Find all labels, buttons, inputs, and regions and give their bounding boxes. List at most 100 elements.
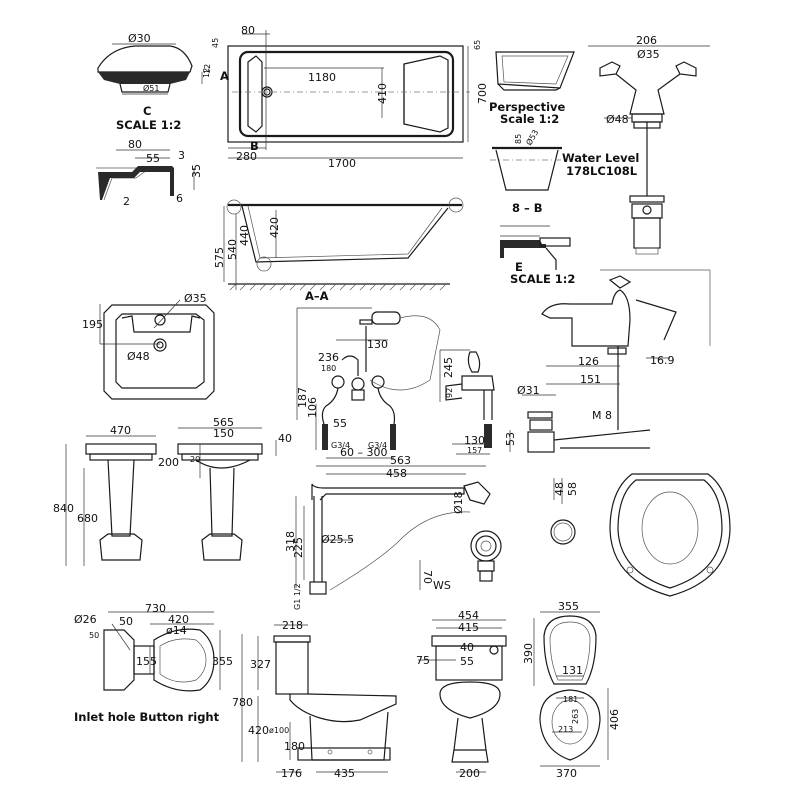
detail-e-rim: E SCALE 1:2 <box>500 225 575 286</box>
bath-rim-detail: 80 55 3 35 2 6 <box>96 138 203 208</box>
seat-height-390: 390 <box>522 643 535 664</box>
water-level-label: Water Level <box>562 151 639 165</box>
waste-dim-70: 70 <box>421 570 434 584</box>
wc-plan-note: Inlet hole Button right <box>74 710 220 724</box>
bath-perspective: Perspective Scale 1:2 <box>489 51 575 126</box>
bsm-side-dim-130: 130 <box>464 434 485 447</box>
bsm-dim-106: 106 <box>306 397 319 418</box>
bath-shower-mixer-front: 130 236 180 187 106 55 G3/4 G3/4 60 – 30… <box>296 307 441 459</box>
basin-width-565: 565 <box>213 416 234 429</box>
bath-plan-section-b: B <box>250 139 259 153</box>
wc-plan-dia-26: Ø26 <box>74 613 97 626</box>
wc-front-view: 454 415 40 75 55 200 <box>416 609 507 780</box>
rim-dim-6: 6 <box>176 192 183 205</box>
basin-height-840: 840 <box>53 502 74 515</box>
bath-shower-mixer-side: 245 92 130 157 <box>439 349 495 455</box>
click-waste-dim-58: 58 <box>566 482 579 496</box>
waste-dia-18: Ø18 <box>452 491 465 514</box>
bath-plan-section-a: A <box>220 69 229 83</box>
wc-side-dim-176: 176 <box>281 767 302 780</box>
bsm-thread-left: G3/4 <box>331 441 350 450</box>
bsm-thread-right: G3/4 <box>368 441 387 450</box>
toilet-seat-overview <box>609 473 731 597</box>
bath-plan-dim-65: 65 <box>473 40 482 50</box>
wc-front-dim-75: 75 <box>416 654 430 667</box>
wc-side-dia-100: ø100 <box>269 726 289 735</box>
perspective-scale: Scale 1:2 <box>500 112 559 126</box>
bath-plan-view: 80 45 12 65 A B 1180 410 700 280 1700 <box>203 24 489 170</box>
basin-mixer-dia-35: Ø35 <box>637 48 660 61</box>
bath-plan-inner-width: 410 <box>376 83 389 104</box>
basin-mixer-side-dim-53: 53 <box>504 432 517 446</box>
bath-section-b: 85 Ø53 Water Level 178LC108L 8 – B <box>490 128 639 215</box>
wc-side-height-420: 420 <box>248 724 269 737</box>
detail-e-scale: SCALE 1:2 <box>510 272 575 286</box>
detail-c-height-12: 12 <box>202 68 211 78</box>
bsm-side-dim-245: 245 <box>442 357 455 378</box>
section-aa-dim-540: 540 <box>226 239 239 260</box>
perspective-title: Perspective <box>489 100 566 114</box>
bath-section-a-a: 575 540 440 420 A–A <box>213 197 464 303</box>
section-aa-title: A–A <box>305 289 329 303</box>
bath-waste-overflow: 563 458 Ø18 Ø25.5 318 225 G1 1/2 70 WS <box>284 454 502 610</box>
wc-plan-dia-14: ø14 <box>166 624 187 637</box>
wc-front-dim-55: 55 <box>460 655 474 668</box>
seat-dim-213: 213 <box>558 725 573 734</box>
bath-plan-width: 700 <box>476 83 489 104</box>
waste-height-318: 318 <box>284 531 297 552</box>
basin-mixer-side-thread: M 8 <box>592 409 612 422</box>
wc-front-width-454: 454 <box>458 609 479 622</box>
seat-width-355: 355 <box>558 600 579 613</box>
basin-mixer-dia-48: Ø48 <box>606 113 629 126</box>
waste-ws: WS <box>433 579 451 592</box>
basin-holes-150: 150 <box>213 427 234 440</box>
waste-thread: G1 1/2 <box>293 583 302 610</box>
basin-plan-dia-35: Ø35 <box>184 292 207 305</box>
detail-c-scale: SCALE 1:2 <box>116 118 181 132</box>
detail-e-title: E <box>515 260 523 274</box>
rim-dim-2: 2 <box>123 195 130 208</box>
waste-length-563: 563 <box>390 454 411 467</box>
seat-width-370: 370 <box>556 767 577 780</box>
basin-mixer-side-dim-126: 126 <box>578 355 599 368</box>
bsm-centres: 60 – 300 <box>340 446 388 459</box>
basin-mixer-side-dim-151: 151 <box>580 373 601 386</box>
seat-height-406: 406 <box>608 709 621 730</box>
bath-plan-inner-length: 1180 <box>308 71 336 84</box>
bsm-dim-236: 236 <box>318 351 339 364</box>
basin-width-470: 470 <box>110 424 131 437</box>
section-b-dim-85: 85 <box>514 134 523 144</box>
basin-mixer-side-dia-31: Ø31 <box>517 384 540 397</box>
bsm-dim-55: 55 <box>333 417 347 430</box>
basin-plan-dim-195: 195 <box>82 318 103 331</box>
basin-plan-view: 195 Ø35 Ø48 <box>82 292 215 400</box>
section-b-dia-53: Ø53 <box>524 128 541 147</box>
waste-height-225: 225 <box>292 537 305 558</box>
bath-plan-length: 1700 <box>328 157 356 170</box>
bsm-side-dim-92: 92 <box>445 388 454 398</box>
rim-dim-55: 55 <box>146 152 160 165</box>
pedestal-basins: 470 565 150 40 200 20 840 680 <box>53 416 292 566</box>
basin-mixer-front-view: 206 Ø35 Ø48 <box>588 34 710 255</box>
click-clack-waste: 48 58 <box>550 478 579 545</box>
basin-plan-dia-48: Ø48 <box>127 350 150 363</box>
waste-length-458: 458 <box>386 467 407 480</box>
seat-dim-181: 181 <box>563 695 578 704</box>
bath-plan-waste-offset: 280 <box>236 150 257 163</box>
section-aa-dim-440: 440 <box>238 225 251 246</box>
wc-side-height-780: 780 <box>232 696 253 709</box>
basin-height-680: 680 <box>77 512 98 525</box>
bath-plan-dim-45: 45 <box>211 38 220 48</box>
toilet-seat-dimensioned: 355 390 131 181 263 213 406 370 <box>522 600 621 780</box>
detail-c-dia-51: Ø51 <box>143 83 159 93</box>
wc-plan-length-730: 730 <box>145 602 166 615</box>
bsm-dim-187: 187 <box>296 387 309 408</box>
basin-mixer-side-dim-16-9: 16.9 <box>650 354 675 367</box>
wc-plan-length-420: 420 <box>168 613 189 626</box>
detail-c-dia-30: Ø30 <box>128 32 151 45</box>
wc-side-height-180: 180 <box>284 740 305 753</box>
rim-dim-3: 3 <box>178 149 185 162</box>
seat-hinge-131: 131 <box>562 664 583 677</box>
wc-plan-view: Ø26 50 50 730 420 ø14 155 355 Inlet hole… <box>74 602 233 724</box>
